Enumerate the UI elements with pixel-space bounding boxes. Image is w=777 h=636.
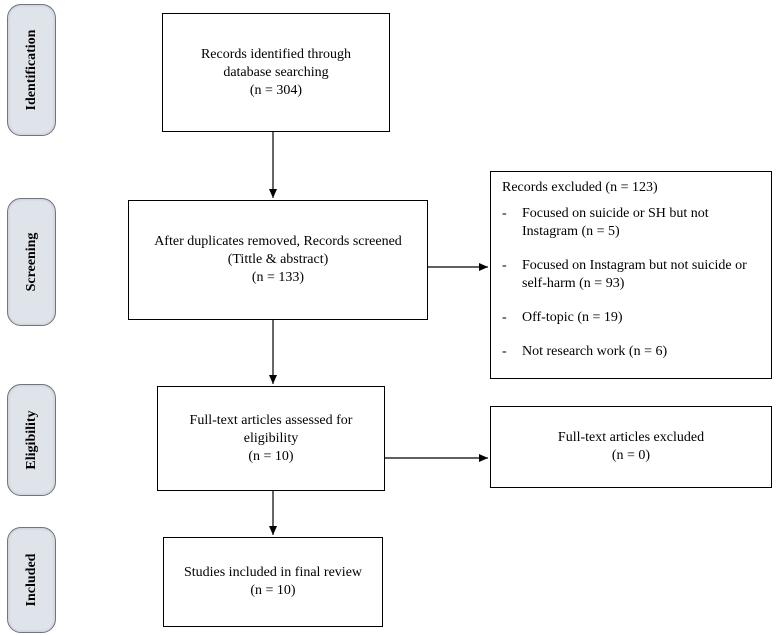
records-excluded-heading: Records excluded (n = 123) bbox=[502, 180, 658, 195]
fulltext-count: (n = 10) bbox=[248, 448, 294, 464]
stage-eligibility: Eligibility bbox=[7, 384, 56, 496]
exclusion-reason: Focused on suicide or SH but not Instagr… bbox=[502, 205, 763, 241]
included-count: (n = 10) bbox=[250, 583, 296, 598]
fulltext-line-2: eligibility bbox=[243, 430, 299, 446]
fulltext-excluded-line-1: Full-text articles excluded bbox=[557, 430, 705, 445]
box-studies-included: Studies included in final review (n = 10… bbox=[163, 537, 383, 627]
fulltext-line-1: Full-text articles assessed for bbox=[189, 412, 353, 428]
screened-line-2: (Tittle & abstract) bbox=[227, 252, 329, 267]
exclusion-reason: Focused on Instagram but not suicide or … bbox=[502, 257, 763, 293]
screened-line-1: After duplicates removed, Records screen… bbox=[154, 234, 402, 249]
included-line-1: Studies included in final review bbox=[183, 565, 363, 580]
screened-count: (n = 133) bbox=[251, 270, 305, 285]
fulltext-excluded-count: (n = 0) bbox=[611, 448, 651, 463]
box-records-screened: After duplicates removed, Records screen… bbox=[128, 200, 428, 320]
box-fulltext-assessed: Full-text articles assessed for eligibil… bbox=[157, 386, 385, 491]
identified-line-1: Records identified through bbox=[200, 46, 352, 62]
box-records-excluded: Records excluded (n = 123) Focused on su… bbox=[490, 171, 772, 379]
box-records-identified: Records identified through database sear… bbox=[162, 13, 390, 132]
identified-line-2: database searching bbox=[223, 64, 329, 80]
exclusion-reasons-list: Focused on suicide or SH but not Instagr… bbox=[502, 205, 763, 361]
exclusion-reason: Off-topic (n = 19) bbox=[502, 309, 763, 327]
stage-included: Included bbox=[7, 527, 56, 633]
stage-screening: Screening bbox=[7, 198, 56, 326]
stage-identification: Identification bbox=[7, 4, 56, 136]
box-fulltext-excluded: Full-text articles excluded (n = 0) bbox=[490, 406, 772, 488]
identified-count: (n = 304) bbox=[249, 82, 303, 98]
exclusion-reason: Not research work (n = 6) bbox=[502, 343, 763, 361]
